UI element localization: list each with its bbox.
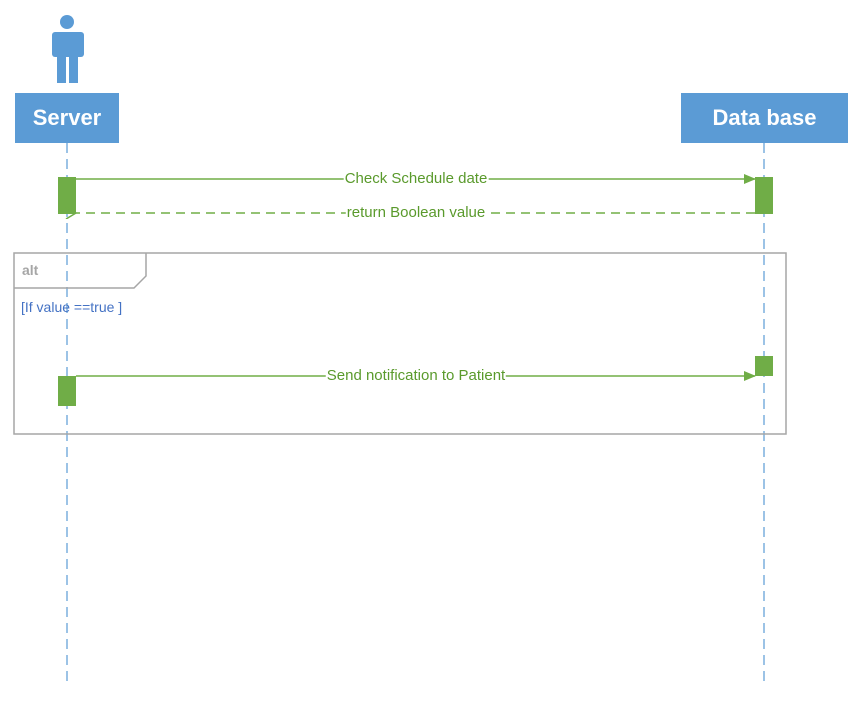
server-activation-2	[58, 376, 76, 406]
server-activation-1	[58, 177, 76, 214]
database-lifeline-head: Data base	[681, 93, 848, 143]
server-lifeline-head: Server	[15, 93, 119, 143]
message-label-send-notification: Send notification to Patient	[325, 367, 507, 384]
database-activation-1	[755, 177, 773, 214]
alt-fragment-guard: [If value ==true ]	[21, 299, 123, 315]
alt-fragment-tab	[14, 253, 147, 289]
message-label-check-schedule: Check Schedule date	[343, 170, 489, 187]
message-label-return-boolean: return Boolean value	[345, 204, 487, 221]
actor-icon	[52, 15, 84, 83]
database-activation-2	[755, 356, 773, 376]
alt-fragment-frame	[13, 252, 787, 435]
database-label: Data base	[712, 105, 817, 130]
alt-fragment-operator: alt	[22, 262, 39, 278]
server-label: Server	[32, 105, 102, 130]
